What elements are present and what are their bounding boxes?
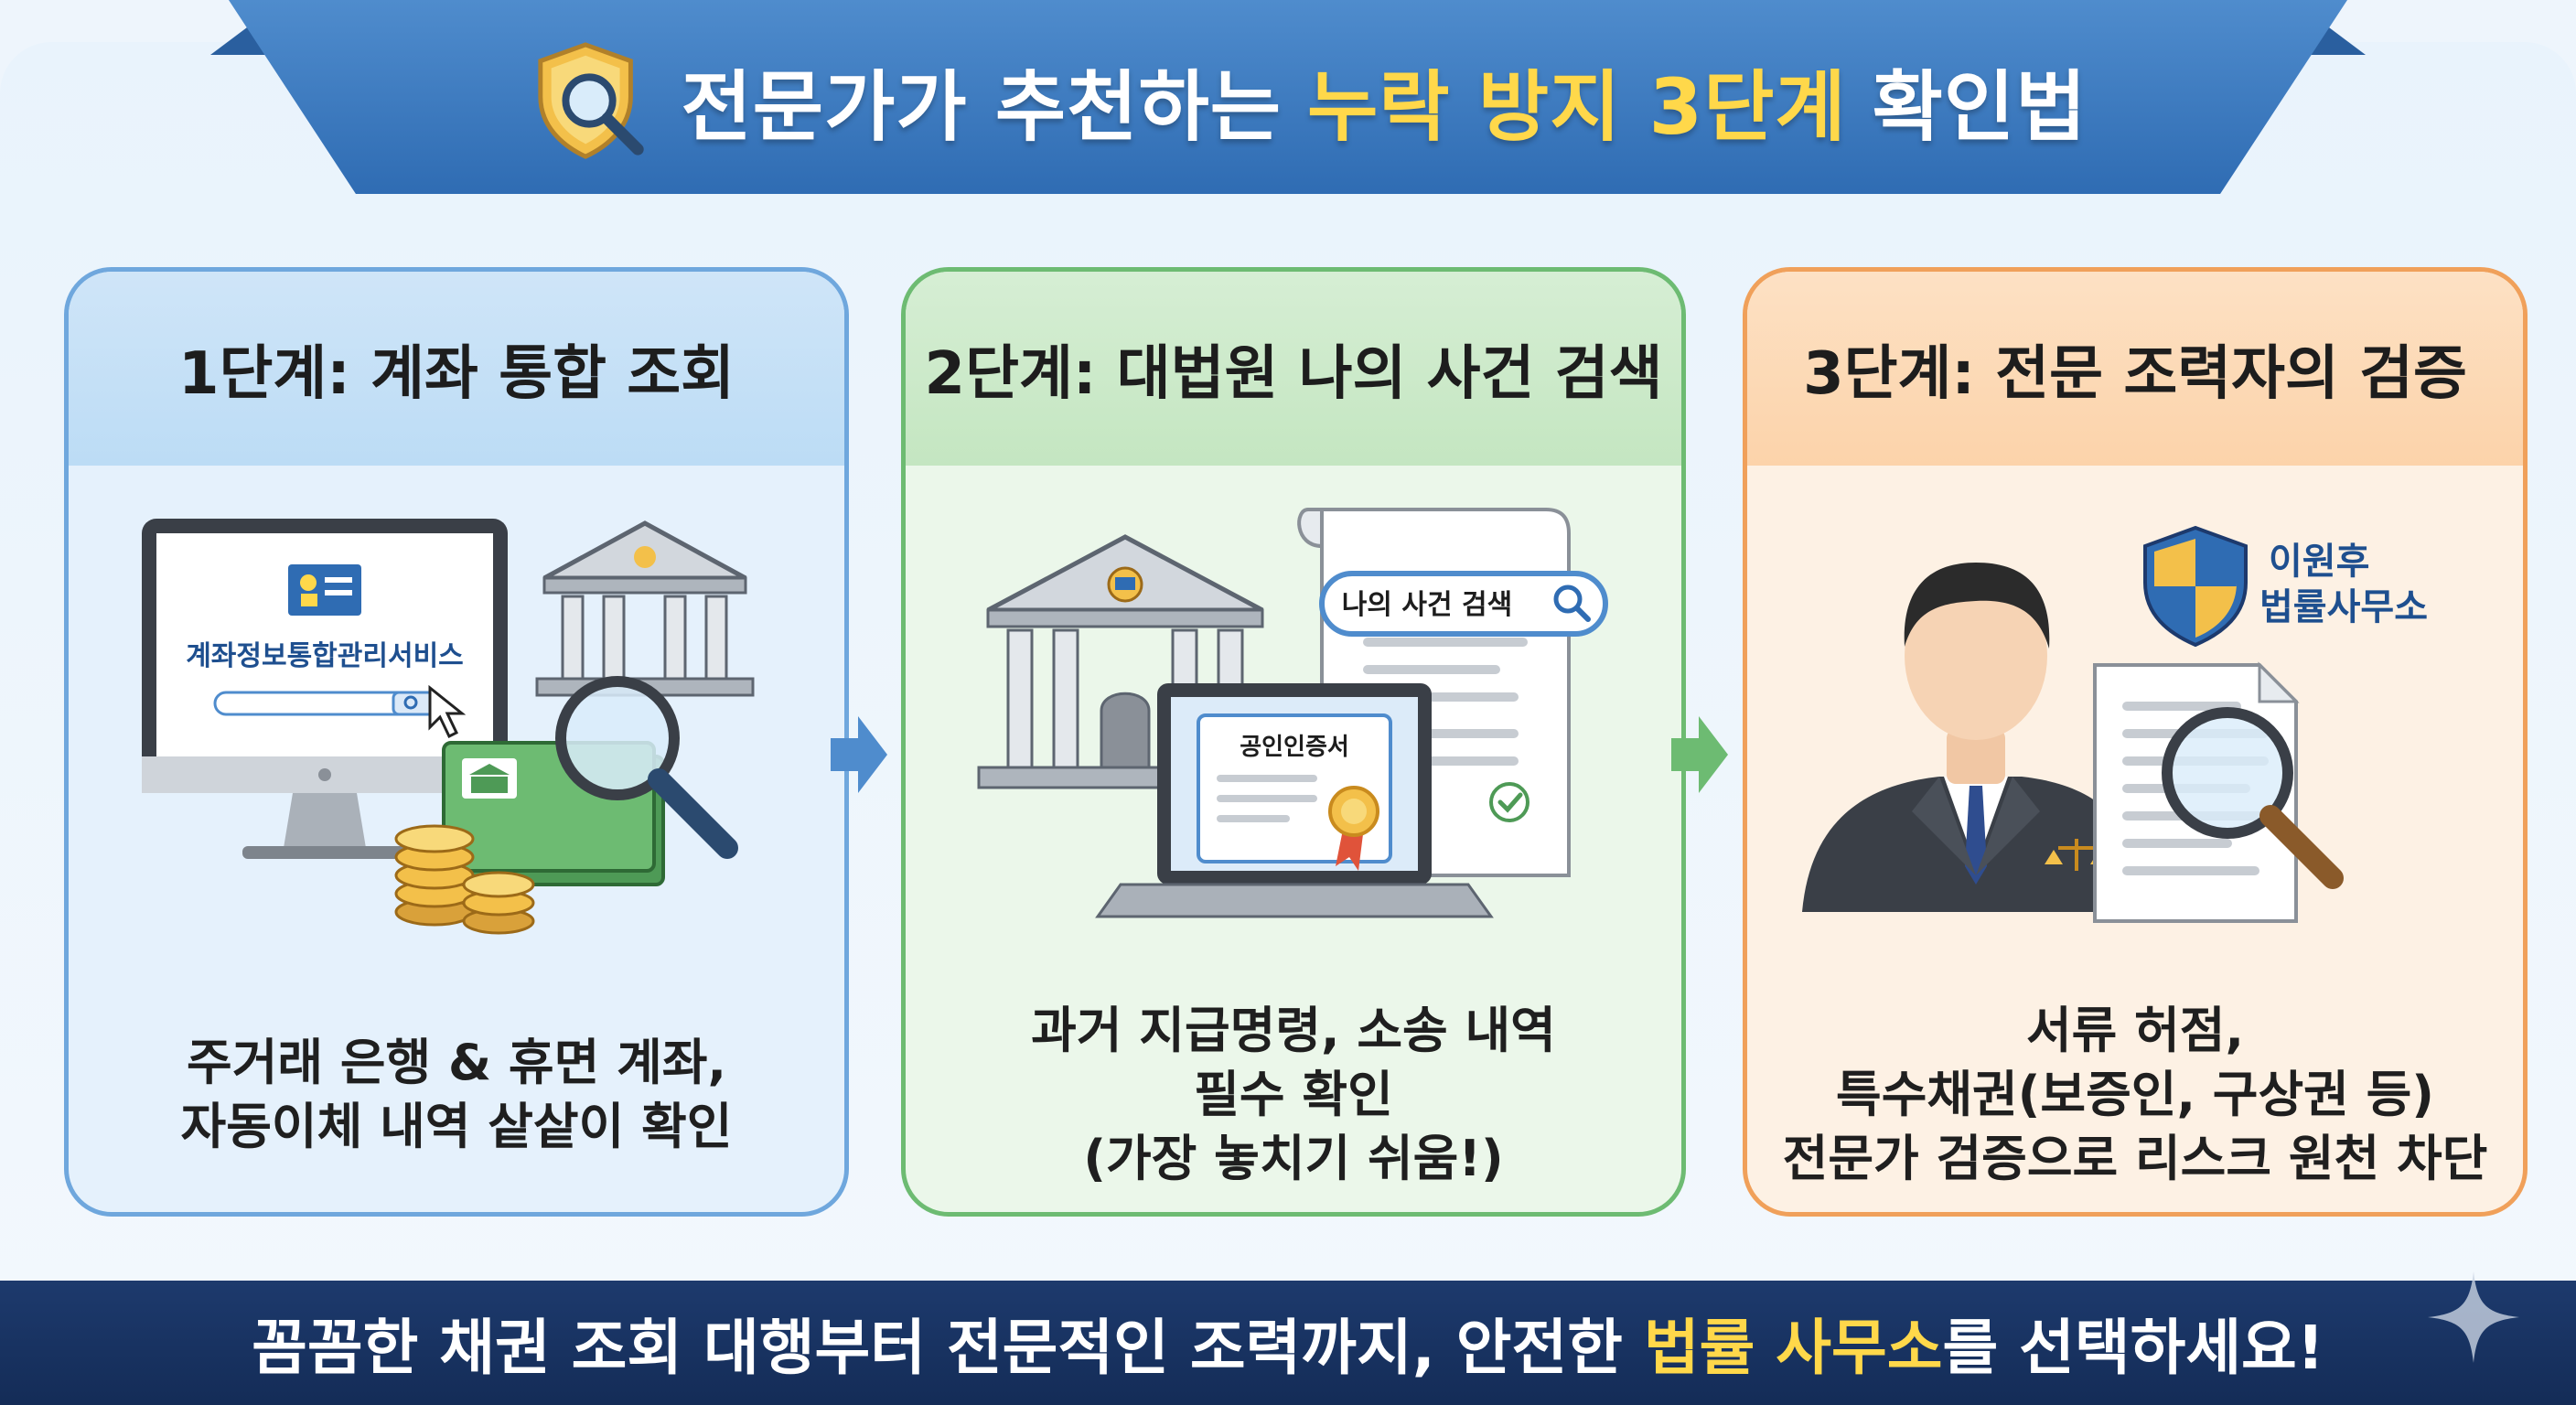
footer-text-part2: 를 선택하세요! bbox=[1942, 1313, 2324, 1383]
step-3-desc-line-2: 특수채권(보증인, 구상권 등) bbox=[1836, 1065, 2434, 1123]
shield-magnifier-icon bbox=[537, 42, 644, 159]
step-card-2: 2단계: 대법원 나의 사건 검색 나의 사건 검색 bbox=[901, 267, 1686, 1217]
search-label: 나의 사건 검색 bbox=[1342, 589, 1513, 621]
arrow-right-icon bbox=[1671, 716, 1728, 793]
step-3-title: 3단계: 전문 조력자의 검증 bbox=[1747, 272, 2523, 466]
firm-name-line2: 법률사무소 bbox=[2259, 586, 2428, 628]
step-2-desc-line-1: 과거 지급명령, 소송 내역 bbox=[1031, 1001, 1556, 1059]
step-2-description: 과거 지급명령, 소송 내역 필수 확인 (가장 놓치기 쉬움!) bbox=[924, 1002, 1663, 1187]
certificate-icon bbox=[1328, 786, 1379, 871]
step-3-illustration: 이원후 법률사무소 bbox=[1802, 525, 2428, 923]
step-1-description: 주거래 은행 & 휴면 계좌, 자동이체 내역 샅샅이 확인 bbox=[87, 1003, 826, 1186]
step-3-desc-line-3: 전문가 검증으로 리스크 원천 차단 bbox=[1782, 1130, 2488, 1188]
step-2-illustration: 나의 사건 검색 공인인증서 bbox=[977, 508, 1608, 918]
step-2-title: 2단계: 대법원 나의 사건 검색 bbox=[906, 272, 1681, 466]
page-title: 전문가가 추천하는 누락 방지 3단계 확인법 bbox=[393, 37, 2223, 165]
coins-icon bbox=[394, 824, 535, 935]
arrow-right-icon bbox=[831, 716, 887, 793]
bank-building-icon bbox=[535, 520, 755, 697]
footer-text-part1: 꼼꼼한 채권 조회 대행부터 전문적인 조력까지, 안전한 bbox=[252, 1313, 1623, 1383]
lawyer-avatar-icon bbox=[1802, 563, 2150, 912]
step-3-description: 서류 허점, 특수채권(보증인, 구상권 등) 전문가 검증으로 리스크 원천 … bbox=[1766, 1002, 2505, 1187]
step-2-desc-line-2: 필수 확인 bbox=[1194, 1065, 1393, 1123]
cursor-icon bbox=[428, 684, 467, 739]
title-part2: 확인법 bbox=[1872, 61, 2088, 152]
title-part1: 전문가가 추천하는 bbox=[681, 61, 1283, 152]
step-1-desc-line-1: 주거래 은행 & 휴면 계좌, bbox=[187, 1033, 726, 1091]
title-highlight: 누락 방지 3단계 bbox=[1307, 61, 1847, 152]
magnifier-icon bbox=[2162, 707, 2344, 889]
certificate-label: 공인인증서 bbox=[1240, 734, 1349, 761]
step-card-1: 1단계: 계좌 통합 조회 계좌정보통합관리서비스 bbox=[64, 267, 849, 1217]
step-card-3: 3단계: 전문 조력자의 검증 이원후 법률사무소 bbox=[1743, 267, 2528, 1217]
courthouse-icon bbox=[977, 534, 1273, 789]
step-3-desc-line-1: 서류 허점, bbox=[2025, 1001, 2245, 1059]
step-1-desc-line-2: 자동이체 내역 샅샅이 확인 bbox=[180, 1098, 733, 1155]
firm-name-line1: 이원후 bbox=[2269, 541, 2369, 583]
search-bar-icon bbox=[1319, 571, 1608, 637]
sparkle-icon bbox=[2428, 1271, 2519, 1363]
check-icon bbox=[1489, 782, 1530, 822]
step-2-desc-line-3: (가장 놓치기 쉬움!) bbox=[1083, 1130, 1504, 1188]
laptop-icon bbox=[1095, 683, 1494, 918]
screen-label: 계좌정보통합관리서비스 bbox=[186, 640, 464, 672]
step-1-illustration: 계좌정보통합관리서비스 bbox=[142, 519, 755, 935]
step-1-title: 1단계: 계좌 통합 조회 bbox=[69, 272, 844, 466]
magnifier-icon bbox=[555, 676, 738, 859]
footer-highlight: 법률 사무소 bbox=[1643, 1313, 1943, 1383]
firm-shield-icon bbox=[2143, 525, 2248, 648]
